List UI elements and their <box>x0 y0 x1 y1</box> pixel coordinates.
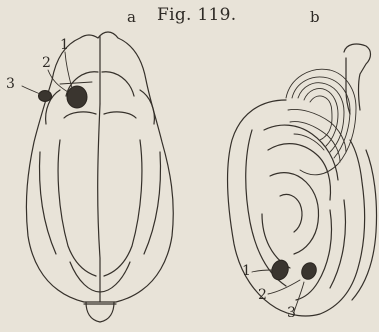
panel-label-b: b <box>310 10 320 25</box>
label-a-3: 3 <box>6 77 15 91</box>
label-b-1: 1 <box>242 264 251 278</box>
label-a-2: 2 <box>42 56 51 70</box>
label-b-2: 2 <box>258 288 267 302</box>
label-b-3: 3 <box>287 306 296 320</box>
spot-a-1 <box>67 86 87 108</box>
figure-title: Fig. 119. <box>157 7 236 24</box>
spot-b-2 <box>299 260 319 281</box>
label-a-1: 1 <box>60 38 69 52</box>
panel-label-a: a <box>127 10 136 25</box>
brain-dorsal-view <box>22 32 173 322</box>
spot-a-3 <box>39 91 52 102</box>
